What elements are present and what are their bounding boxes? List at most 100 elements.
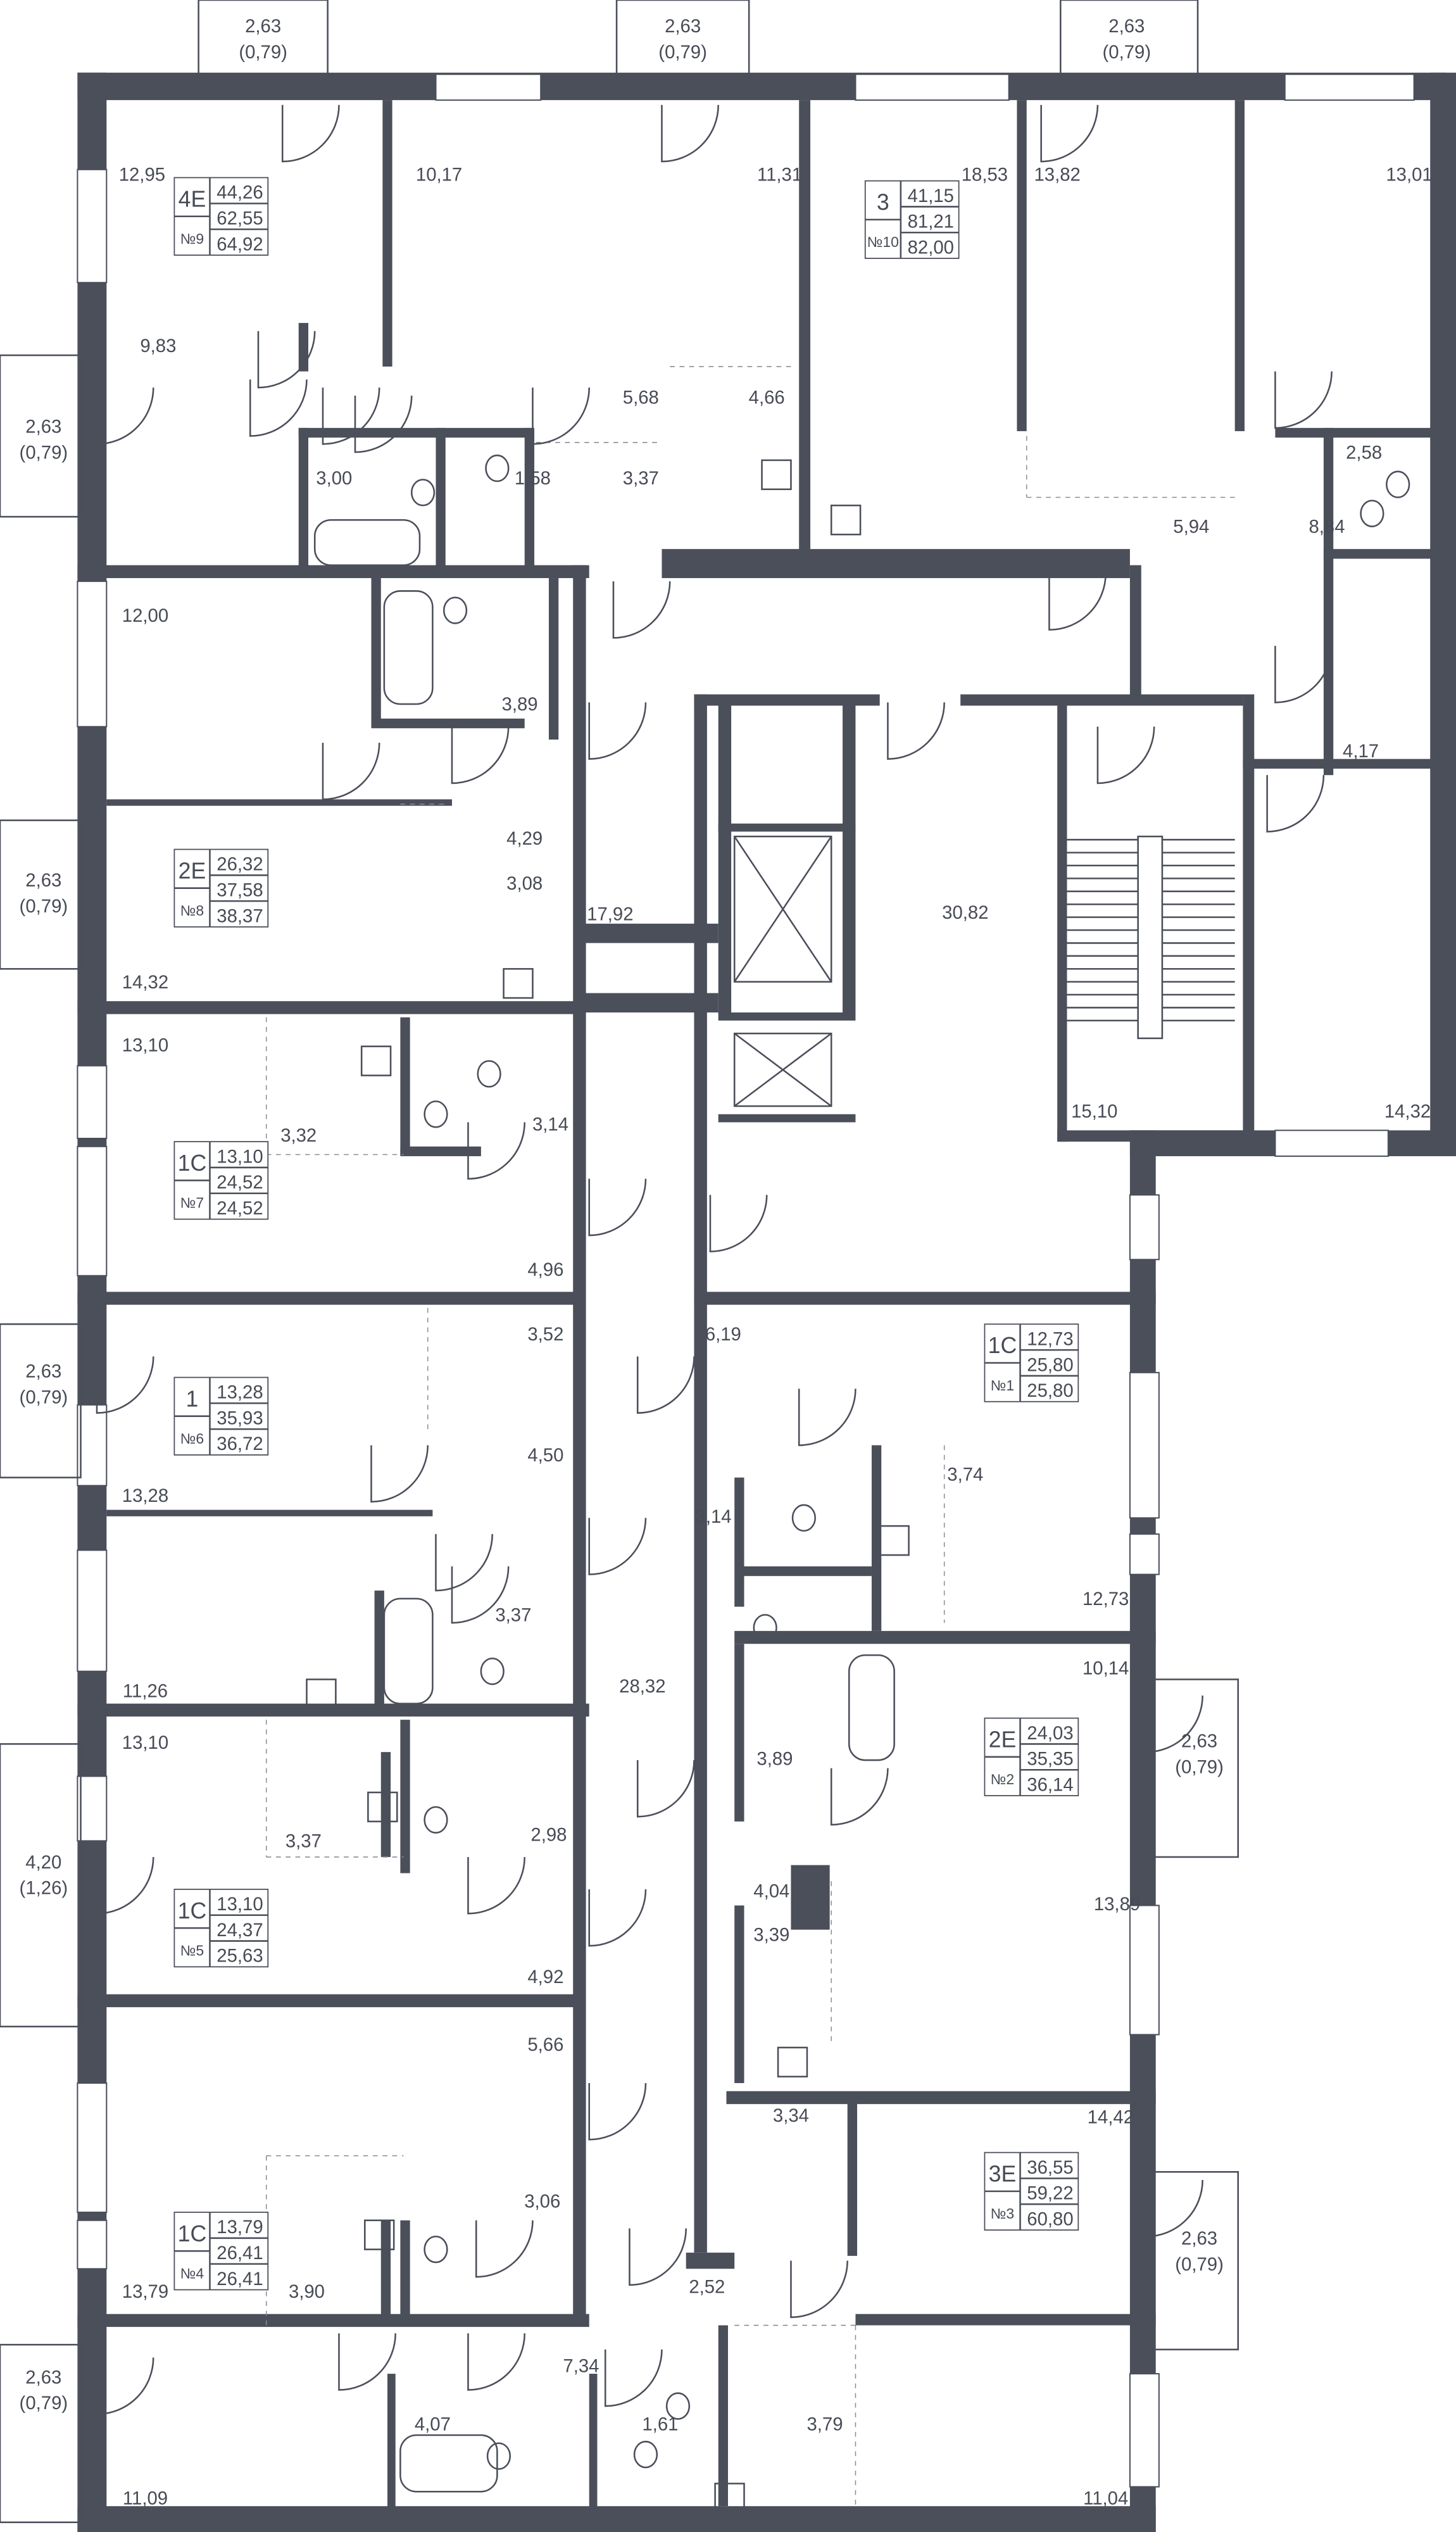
- wall: [1017, 100, 1027, 431]
- total-area: 81,21: [908, 211, 954, 232]
- room-area: 17,92: [587, 904, 633, 925]
- balcony-outline: [0, 1323, 82, 1478]
- living-area: 41,15: [908, 186, 954, 206]
- bathtub-icon: [848, 1654, 895, 1761]
- walls: [77, 72, 1456, 2532]
- door-swing: [96, 1356, 154, 1414]
- wall: [1323, 549, 1437, 559]
- wall: [380, 1752, 391, 1857]
- wall: [387, 2374, 396, 2519]
- room-area: 18,53: [962, 165, 1008, 186]
- wall: [400, 1146, 481, 1157]
- balcony-outline: [1148, 1679, 1239, 1858]
- toilet-sink-icon: [485, 454, 510, 482]
- room-area: 10,17: [416, 165, 462, 186]
- total-area-with-balcony: 64,92: [217, 234, 263, 255]
- apartment-type: 2Е: [179, 858, 206, 883]
- stove-icon: [714, 2483, 745, 2514]
- total-area-with-balcony: 24,52: [217, 1198, 263, 1219]
- balcony-reduced-area: (0,79): [658, 42, 707, 63]
- apartment-number: №8: [180, 902, 204, 919]
- stove-icon: [830, 504, 862, 536]
- balcony-reduced-area: (0,79): [1175, 2254, 1224, 2275]
- room-area: 13,28: [122, 1485, 168, 1506]
- toilet-sink-icon: [791, 1504, 816, 1532]
- toilet-sink-icon: [633, 2440, 658, 2469]
- door-swing: [338, 2333, 396, 2391]
- room-area: 2,58: [1346, 442, 1382, 463]
- door-swing: [96, 387, 154, 445]
- room-area: 28,32: [619, 1676, 665, 1697]
- door-swing: [798, 1389, 857, 1446]
- bathtub-icon: [383, 1597, 434, 1704]
- apartment-type: 1: [186, 1386, 199, 1411]
- room-area: 3,32: [280, 1125, 317, 1146]
- room-area: 10,14: [1083, 1658, 1129, 1679]
- stove-icon: [364, 2219, 395, 2250]
- window: [77, 1145, 108, 1276]
- room-area: 12,00: [122, 605, 168, 626]
- door-swing: [588, 702, 647, 760]
- door-swing: [451, 1566, 510, 1624]
- wall: [718, 699, 732, 1014]
- wall: [791, 1865, 830, 1930]
- room-area: 14,32: [122, 972, 168, 993]
- living-area: 13,10: [217, 1894, 263, 1915]
- bathtub-icon: [399, 2434, 498, 2493]
- elevator-cross: [734, 836, 832, 983]
- balcony-outline: [1148, 2170, 1239, 2351]
- window: [1129, 1905, 1160, 2036]
- door-swing: [96, 2357, 154, 2415]
- room-area: 3,79: [806, 2414, 843, 2434]
- toilet-sink-icon: [477, 1060, 501, 1088]
- door-swing: [1048, 573, 1107, 631]
- room-area: 3,08: [506, 873, 543, 894]
- living-area: 24,03: [1027, 1723, 1073, 1744]
- apartment-number: №1: [991, 1377, 1014, 1394]
- total-area-with-balcony: 25,80: [1027, 1380, 1073, 1401]
- wall: [548, 578, 559, 740]
- living-area: 44,26: [217, 182, 263, 203]
- toilet-sink-icon: [424, 2236, 448, 2264]
- room-area: 3,39: [753, 1925, 789, 1946]
- balcony-area: 2,63: [1181, 1731, 1217, 1752]
- toilet-sink-icon: [1360, 500, 1384, 527]
- stove-icon: [777, 2046, 808, 2078]
- window: [1129, 1533, 1160, 1575]
- balcony-outline: [0, 1743, 82, 2028]
- total-area-with-balcony: 36,72: [217, 1433, 263, 1454]
- window: [77, 1065, 108, 1140]
- door-swing: [588, 1518, 647, 1575]
- door-swing: [636, 1760, 695, 1818]
- wall: [726, 2091, 1156, 2105]
- apartment-number: №2: [991, 1771, 1014, 1787]
- wall: [686, 2252, 735, 2269]
- balcony-area: 2,63: [25, 417, 61, 438]
- wall: [77, 1292, 581, 1305]
- living-area: 26,32: [217, 854, 263, 875]
- wall: [400, 1017, 410, 1155]
- total-area: 35,93: [217, 1408, 263, 1428]
- wall: [298, 427, 533, 438]
- room-area: 13,89: [1094, 1894, 1140, 1915]
- toilet-sink-icon: [424, 1806, 448, 1834]
- room-area: 3,14: [532, 1114, 568, 1135]
- door-swing: [1266, 775, 1325, 833]
- window: [77, 1404, 108, 1487]
- apartment-number: №6: [180, 1430, 204, 1447]
- window: [77, 2082, 108, 2214]
- wall: [960, 694, 1243, 706]
- balcony-area: 2,63: [665, 16, 701, 37]
- door-swing: [709, 1195, 768, 1252]
- balcony-area: 2,63: [1181, 2228, 1217, 2249]
- door-swing: [249, 379, 308, 437]
- total-area: 24,52: [217, 1172, 263, 1193]
- stove-icon: [503, 967, 534, 999]
- door-swing: [588, 2082, 647, 2141]
- room-area: 9,83: [140, 336, 176, 356]
- door-swing: [467, 1122, 525, 1180]
- balconies: 2,63(0,79)2,63(0,79)2,63(0,79)2,63(0,79)…: [0, 0, 1239, 2523]
